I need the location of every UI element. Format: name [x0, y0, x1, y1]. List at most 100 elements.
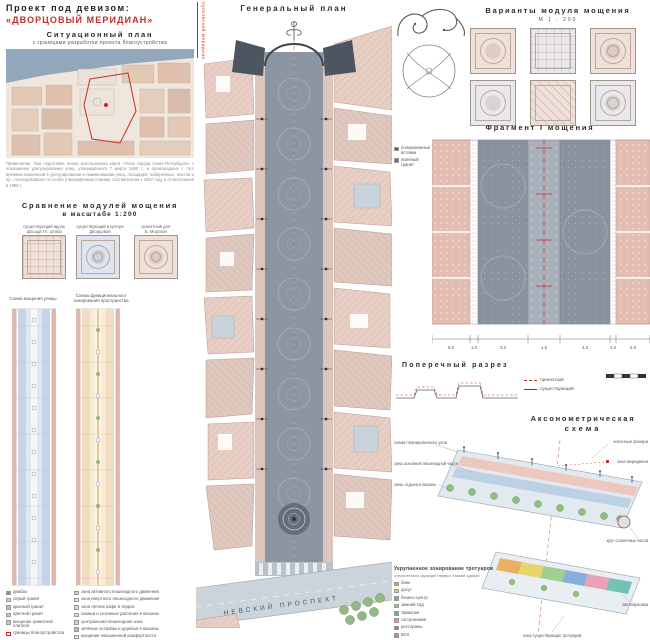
legend-item: скамьи и сезонные растения в вазонах [74, 611, 192, 618]
river-neva [6, 49, 194, 83]
zoning-legend: зона активного пешеходного движения зона… [74, 589, 192, 640]
zoning-scheme-title: Схема функционального зонирования простр… [62, 293, 140, 304]
zoning-scheme-title-line2: зонирования пространства [73, 298, 129, 304]
paving-module-swatch [76, 235, 121, 279]
city-blocks [11, 62, 191, 156]
legend-color-chip [6, 631, 11, 637]
legend-color-chip [394, 581, 399, 586]
legend-color-chip [6, 605, 11, 610]
legend-item: красный гранит [6, 604, 68, 610]
legend-item: зона летних кафе и террас [74, 603, 192, 610]
roadway-strip-left [477, 139, 529, 325]
legend-color-chip [394, 611, 399, 616]
legend-color-chip [74, 597, 79, 603]
legend-item-label: банк [401, 580, 411, 585]
variant-module [590, 80, 636, 126]
gate-ornament [286, 21, 302, 40]
situational-map [6, 49, 194, 158]
legend-item-label: досуг [401, 587, 412, 593]
axon-annotation: схема планировочного узла [394, 440, 448, 445]
legend-color-chip [74, 612, 79, 618]
legend-item-label: зона летних кафе и террас [81, 603, 135, 609]
axon-annotation: зона существующих тротуаров [523, 633, 582, 638]
street-paving-strip [12, 308, 56, 586]
legend-item-label: ВУЗ [401, 631, 409, 637]
project-label: Проект под девизом: [6, 3, 131, 13]
legend-item-label: пилёный гранит [401, 156, 419, 167]
legend-item: цветной гранит [6, 611, 68, 618]
variants-scale: М 1 : 200 [538, 17, 578, 23]
legend-item-label: диабаз [13, 589, 27, 594]
axon-trees-lower [508, 578, 579, 597]
module-label: проектный для [141, 224, 171, 229]
axon-title-line2: схема [564, 424, 602, 433]
legend-item: центральная пешеходная зона [74, 619, 192, 625]
scale-bar [606, 373, 646, 379]
leader-lines [435, 443, 639, 633]
legend-color-chip [6, 590, 11, 595]
variant-module [530, 80, 576, 126]
legend-item-label: Эрмитаж [401, 609, 420, 615]
module-label: фасада Гл. штаба [26, 229, 62, 235]
buildings-right [333, 25, 392, 541]
axon-annotation: зоны отдыха и вазоны [394, 482, 436, 487]
meridian-label: пулковский меридиан [201, 2, 206, 60]
axon-annotation: круг солнечных часов [607, 538, 648, 543]
legend-item-label: мощение повышенной комфортности [81, 633, 156, 639]
project-motto: «ДВОРЦОВЫЙ МЕРИДИАН» [6, 15, 154, 25]
zoning-scheme-title-line1: Схема функционального [75, 293, 127, 298]
legend-color-chip [394, 603, 399, 609]
legend-item-label: границы благоустройства [13, 630, 64, 636]
legend-color-chip [6, 612, 11, 618]
legend-item-label: серый гранит [13, 596, 40, 602]
dashed-line-sample [524, 380, 537, 381]
legend-item: досуг [394, 587, 522, 594]
legend-color-chip [394, 588, 399, 594]
legend-color-chip [394, 596, 399, 601]
sidewalk-right [323, 52, 333, 562]
general-plan-drawing: НЕВСКИЙ ПРОСПЕКТ [196, 21, 392, 628]
solid-line-sample [524, 389, 537, 390]
legend-color-chip [394, 625, 399, 631]
legend-item: бизнес-центр [394, 594, 522, 601]
sundial-circle-axon [617, 515, 631, 529]
axon-blue-strip [452, 468, 632, 508]
axon-title-line1: Аксонометрическая [530, 414, 636, 423]
courtyards [216, 76, 368, 508]
variant-module [590, 28, 636, 74]
paving-module-swatch [133, 235, 178, 279]
section-legend: проектный существующий [524, 378, 574, 396]
legend-item: зимний сад [394, 602, 522, 609]
situational-plan-subtitle: с границами разработки проекта благоустр… [32, 40, 168, 46]
legend-item-label: скамьи и сезонные растения в вазонах [81, 611, 159, 617]
legend-color-chip [74, 634, 79, 640]
legend-item: проектный [524, 378, 574, 383]
variant-module [530, 28, 576, 74]
fragment-legend: полированные вставки пилёный гранит [394, 145, 431, 170]
situational-plan-title: Ситуационный план [46, 30, 154, 39]
project-boundary [83, 72, 137, 144]
trees [339, 593, 385, 625]
legend-item-label: зона активного пешеходного движения [81, 589, 159, 594]
legend-item: зона активного пешеходного движения [74, 589, 192, 595]
legend-item-label: мощение гранитной плиткой [13, 618, 53, 629]
variant-modules-row1 [470, 28, 636, 74]
section-profile [396, 382, 518, 399]
ornament-swirl [397, 8, 466, 37]
functional-zoning-strip [76, 308, 120, 586]
legend-item: рестораны [394, 625, 522, 631]
legend-item-label: бизнес-центр [401, 594, 428, 600]
pedestrian-figures [463, 446, 633, 483]
general-plan-title: Генеральный план [240, 4, 348, 13]
site-marker [104, 103, 108, 107]
courtyard-blocks [211, 183, 381, 453]
axon-annotation: колонные фонари [614, 439, 648, 444]
axonometric-drawing: схема планировочного узла зона основной … [394, 439, 649, 638]
legend-item: зелёные островки и деревья в вазонах [74, 626, 192, 632]
legend-item-label: полированные вставки [401, 145, 431, 155]
dimension-value: 1.0 [471, 345, 478, 350]
